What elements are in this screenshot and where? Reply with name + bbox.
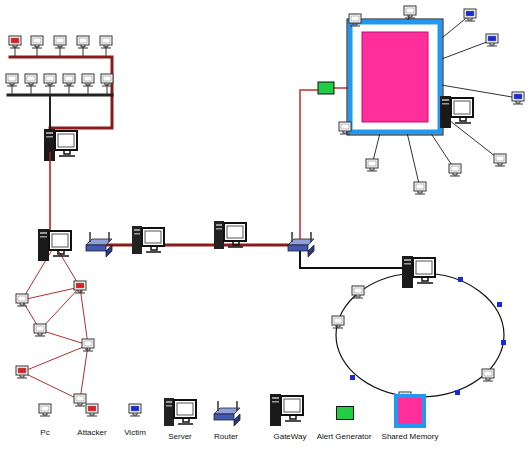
legend-label: GateWay — [273, 432, 306, 442]
legend-label: Pc — [40, 428, 49, 438]
legend-swatch — [394, 394, 426, 428]
legend-label: Router — [214, 432, 238, 442]
legend-label: Victim — [124, 428, 146, 438]
legend-label: Server — [168, 432, 192, 442]
legend-label: Shared Memory — [382, 432, 439, 442]
legend-label: Attacker — [77, 428, 106, 438]
legend-label: Alert Generator — [317, 432, 372, 442]
legend-swatch — [336, 406, 354, 420]
